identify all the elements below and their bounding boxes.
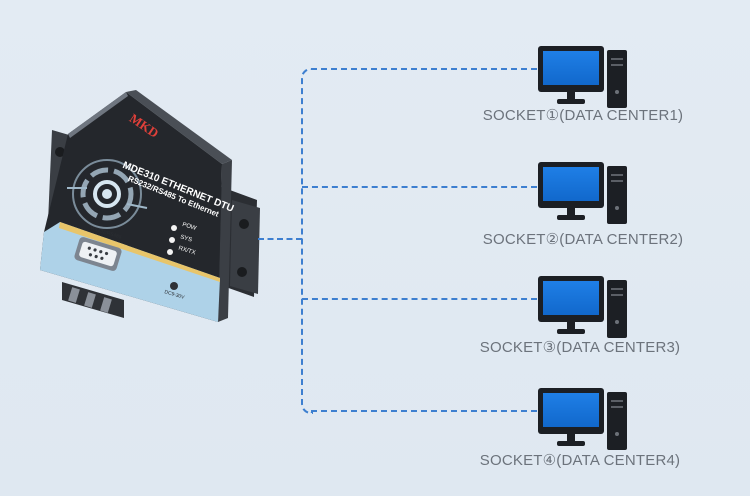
branch-line-2 xyxy=(302,186,537,188)
socket-label-1: SOCKET①(DATA CENTER1) xyxy=(482,107,684,124)
computer-icon xyxy=(538,276,630,342)
socket-label-3: SOCKET③(DATA CENTER3) xyxy=(479,339,681,356)
branch-line-1 xyxy=(311,68,537,70)
computer-icon xyxy=(538,388,630,454)
trunk-line xyxy=(301,68,313,414)
socket-label-4: SOCKET④(DATA CENTER4) xyxy=(479,452,681,469)
branch-line-4 xyxy=(311,410,537,412)
socket-label-2: SOCKET②(DATA CENTER2) xyxy=(482,231,684,248)
device-connector-line xyxy=(258,238,302,240)
computer-icon xyxy=(538,46,630,112)
computer-icon xyxy=(538,162,630,228)
device-illustration xyxy=(40,90,260,322)
branch-line-3 xyxy=(302,298,537,300)
ethernet-dtu-device: MKD MDE310 ETHERNET DTU RS232/RS485 To E… xyxy=(32,82,272,332)
